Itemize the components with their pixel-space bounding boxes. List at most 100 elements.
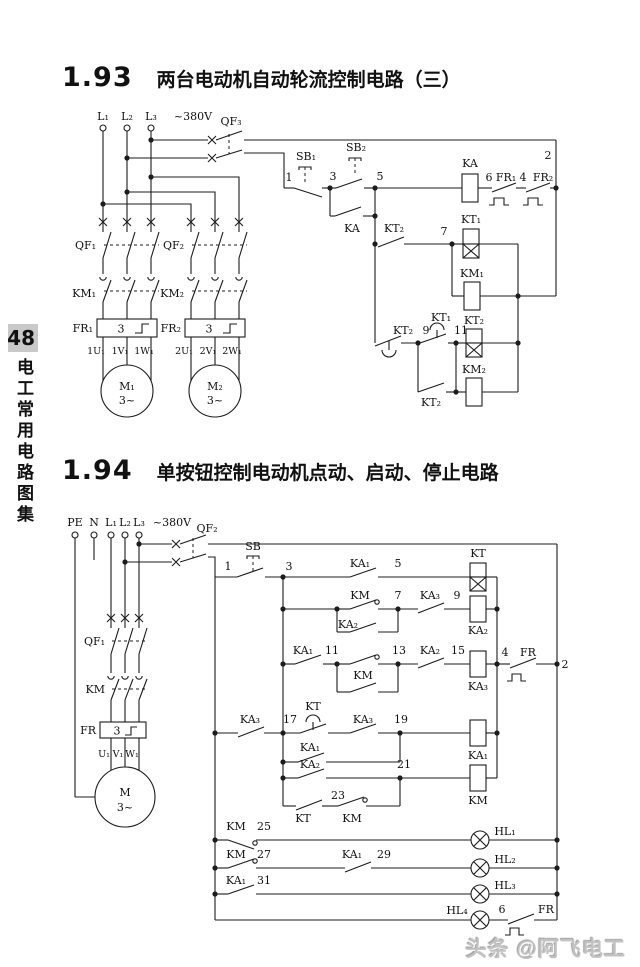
c93-label-t1v: 1V₁	[112, 346, 129, 357]
c93-control-circuit: 1 SB₁ 3 SB₂ 5 KA KA 6 FR₁ 4 FR₂ 2	[284, 140, 559, 409]
c94-label-tw: W₁	[125, 749, 139, 760]
c94-label-n4: 4	[502, 646, 509, 659]
c93-label-kt2-nc: KT₂	[384, 222, 404, 235]
c94-label-kt-r4: KT	[305, 700, 321, 713]
c94-label-n27: 27	[257, 848, 271, 861]
c93-label-n4: 4	[520, 171, 527, 184]
c94-label-ka1-g3: KA₁	[226, 874, 246, 887]
c94-label-ka2-coil: KA₂	[468, 624, 488, 637]
c94-label-tv: V₁	[112, 749, 124, 760]
c93-fr2-heater-glyph	[223, 323, 237, 334]
c94-label-n1: 1	[225, 560, 232, 573]
c94-label-ka1-par: KA₁	[300, 741, 320, 754]
page-sidebar: 48 电工常用电路图集	[7, 324, 38, 526]
c93-label-ka-coil: KA	[462, 157, 479, 170]
c93-label-km1-coil: KM₁	[460, 267, 484, 280]
c93-label-n5: 5	[377, 170, 384, 183]
c94-label-sb: SB	[245, 540, 261, 553]
c94-label-qf1: QF₁	[84, 635, 105, 648]
c94-fr2-thermal-glyph	[505, 927, 524, 936]
c93-label-n1: 1	[286, 171, 293, 184]
c94-label-ka2-r3: KA₂	[420, 644, 440, 657]
c94-label-n19: 19	[394, 713, 408, 726]
c94-label-hl1: HL₁	[494, 825, 515, 838]
c94-label-kt-coil: KT	[470, 547, 486, 560]
c94-label-n31: 31	[257, 874, 271, 887]
c94-label-n29: 29	[377, 848, 391, 861]
c94-label-hl4: HL₄	[446, 904, 468, 917]
c93-km1-coil-symbol	[463, 281, 481, 311]
c94-label-km-r3: KM	[353, 669, 372, 682]
section-title-193: 1.93 两台电动机自动轮流控制电路（三）	[62, 62, 461, 93]
c94-label-ka3-coil: KA₃	[468, 680, 488, 693]
c94-label-ka2-par: KA₂	[338, 618, 358, 631]
c94-label-km-r2: KM	[350, 589, 369, 602]
c93-label-t2w: 2W₁	[222, 346, 242, 357]
c94-label-pe: PE	[67, 516, 82, 529]
c94-label-supply: ~380V	[153, 516, 192, 529]
c94-label-ka1-r3: KA₁	[293, 644, 313, 657]
section-title-194: 1.94 单按钮控制电动机点动、启动、停止电路	[62, 455, 499, 486]
c93-kt1-delay-close-glyph	[429, 322, 445, 338]
c93-label-t1u: 1U₁	[87, 346, 105, 357]
c94-lamp-rungs: KM 25 HL₁ KM 27 KA₁ 29 HL₂ KA₁ 31 HL₃ HL…	[212, 820, 560, 936]
c94-label-ka1-coil: KA₁	[468, 749, 488, 762]
c93-kt2-delay-open-glyph	[381, 341, 397, 358]
c93-fr1-heater-glyph	[135, 323, 149, 334]
c93-label-qf3: QF₃	[220, 115, 241, 128]
c94-ka2-coil-symbol	[469, 595, 487, 623]
c94-label-fr-r3: FR	[520, 646, 537, 659]
c94-label-km-main: KM	[86, 683, 105, 696]
c94-ka1-coil-symbol	[469, 719, 487, 747]
c94-fr-thermal-glyph	[507, 673, 526, 682]
c94-label-hl2: HL₂	[494, 853, 515, 866]
section-number-194: 1.94	[62, 455, 133, 486]
c94-label-n3: 3	[286, 560, 293, 573]
c93-label-sb1: SB₁	[296, 150, 316, 163]
c94-label-ka2-r5: KA₂	[300, 758, 320, 771]
c94-rung-kt: 1 SB 3 KA₁ 5 KT	[215, 540, 497, 592]
section-heading-194: 单按钮控制电动机点动、启动、停止电路	[156, 463, 499, 484]
c93-qf3-breaker-symbol: QF₃	[124, 115, 556, 188]
c93-label-km1: KM₁	[72, 287, 96, 300]
c94-km-coil-symbol	[469, 764, 487, 792]
c94-label-kt-r6: KT	[295, 812, 311, 825]
c94-label-tu: U₁	[98, 749, 110, 760]
c94-label-ka1-g2: KA₁	[342, 848, 362, 861]
c94-label-l2: L₂	[119, 516, 131, 529]
c93-label-fr2: FR₂	[161, 322, 181, 335]
c94-label-n15: 15	[451, 644, 465, 657]
c94-fr-heater-glyph	[125, 726, 137, 736]
c94-label-n7: 7	[395, 589, 402, 602]
c93-km2-coil-symbol	[465, 377, 483, 407]
c94-label-mp: 3~	[117, 801, 133, 814]
c94-motor-symbol	[94, 766, 156, 828]
c93-label-qf1: QF₁	[75, 239, 96, 252]
c93-label-supply: ~380V	[174, 110, 213, 123]
c94-kt-delay-glyph	[305, 714, 321, 730]
c93-fr2-thermal-glyph	[523, 197, 543, 206]
c93-label-fr1-n: 3	[118, 323, 125, 336]
c94-label-n17: 17	[283, 713, 297, 726]
c94-label-n5: 5	[395, 557, 402, 570]
c94-label-km-g1: KM	[226, 820, 245, 833]
c93-label-qf2: QF₂	[163, 239, 184, 252]
c94-label-l3: L₃	[133, 516, 145, 529]
c94-supply-terminals: PE N L₁ L₂ L₃ ~380V	[67, 516, 192, 539]
c93-power-branch-m1: QF₁ KM₁ FR₁ 3 1U₁ 1V₁ 1W₁ M₁ 3~	[72, 131, 160, 418]
c93-label-n2: 2	[545, 149, 552, 162]
c93-label-n9: 9	[423, 324, 430, 337]
circuit-1-93: L₁ L₂ L₃ ~380V QF₃ QF₁ KM₁ FR₁ 3	[72, 110, 559, 418]
c93-label-kt2-doc: KT₂	[393, 324, 413, 337]
c94-label-fr-main: FR	[80, 724, 97, 737]
c93-label-kt1-coil: KT₁	[461, 213, 481, 226]
c94-qf2-breaker-symbol: QF₂	[122, 522, 557, 577]
c93-label-fr2-nc: FR₂	[533, 171, 553, 184]
c94-label-n25: 25	[257, 820, 271, 833]
c94-label-ka3-r2: KA₃	[420, 589, 440, 602]
c93-label-t2u: 2U₁	[175, 346, 193, 357]
c94-label-ka1-r1: KA₁	[350, 557, 370, 570]
c93-label-l1: L₁	[97, 110, 109, 123]
c93-label-kt2-no: KT₂	[421, 396, 441, 409]
